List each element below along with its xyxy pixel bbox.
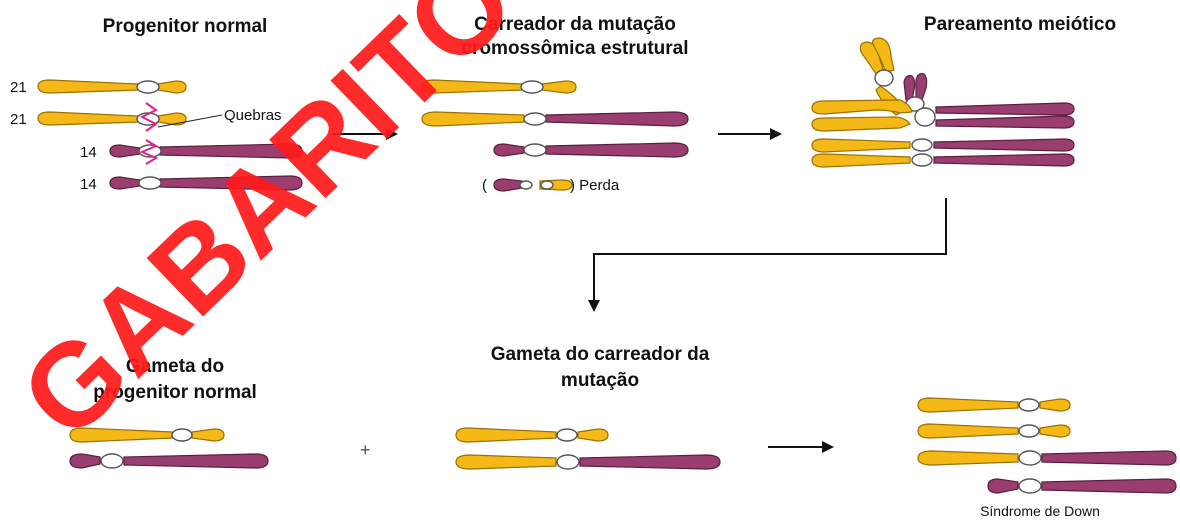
pairing-quadrivalent: [811, 37, 1075, 168]
chromosome-21-b: [37, 111, 187, 126]
gamete-normal-chromosome-14: [69, 453, 269, 469]
result-chromosome-21-b: [917, 423, 1071, 439]
title-meiotic-pairing: Pareamento meiótico: [924, 14, 1116, 35]
label-breaks: Quebras: [224, 107, 282, 124]
carrier-chromosome-21: [421, 79, 577, 94]
title-gamete-normal-line2: progenitor normal: [93, 382, 257, 403]
label-chr14-b: 14: [80, 176, 97, 193]
loss-open-paren: (: [482, 177, 487, 194]
result-chromosome-14: [987, 478, 1177, 494]
arrow-to-carrier: [332, 128, 398, 140]
carrier-translocation-chromosome: [421, 111, 689, 127]
break-marks: [139, 102, 159, 165]
arrow-to-result: [768, 441, 834, 453]
title-gamete-carrier-line1: Gameta do carreador da: [491, 344, 710, 365]
title-carrier-line2: cromossômica estrutural: [461, 38, 688, 59]
label-loss: ) Perda: [570, 177, 620, 194]
title-gamete-normal-line1: Gameta do: [126, 356, 224, 377]
arrow-to-pairing: [718, 128, 782, 140]
chromosome-14-a: [109, 143, 303, 159]
watermark-stamp: GABARITO: [0, 0, 539, 464]
label-chr21-a: 21: [10, 79, 27, 96]
result-translocation: [917, 450, 1177, 466]
gamete-carrier-chromosome-21: [455, 427, 609, 443]
lost-small-chromosome: [493, 178, 573, 192]
title-carrier-line1: Carreador da mutação: [474, 14, 676, 35]
chromosome-14-b: [109, 175, 303, 191]
gamete-carrier-translocation: [455, 454, 721, 470]
arrow-to-gametes: [588, 198, 947, 312]
carrier-chromosome-14: [493, 142, 689, 158]
breaks-pointer: [157, 114, 223, 128]
label-chr21-b: 21: [10, 111, 27, 128]
label-down-syndrome: Síndrome de Down: [980, 503, 1100, 519]
result-chromosome-21-a: [917, 397, 1071, 413]
chromosome-21-a: [37, 79, 187, 94]
gamete-normal-chromosome-21: [69, 427, 225, 443]
label-chr14-a: 14: [80, 144, 97, 161]
plus-sign: +: [360, 440, 371, 460]
title-normal-parent: Progenitor normal: [103, 16, 268, 37]
title-gamete-carrier-line2: mutação: [561, 370, 639, 391]
